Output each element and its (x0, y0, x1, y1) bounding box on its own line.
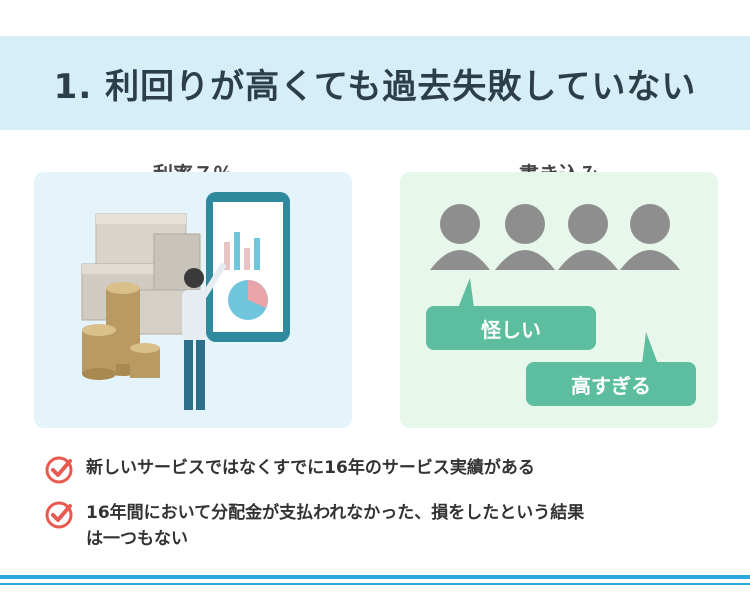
footer-divider (0, 575, 750, 579)
bullet-text-line: は一つもない (86, 529, 188, 549)
user-silhouette-icon (495, 204, 555, 270)
user-silhouette-icon (620, 204, 680, 270)
coin-stack-icon (82, 282, 160, 380)
user-silhouette-icon (558, 204, 618, 270)
comment-bubble-too-high: 高すぎる (526, 362, 696, 406)
tablet-chart-icon (206, 192, 290, 342)
footer-divider (0, 583, 750, 585)
checkmark-icon (45, 501, 73, 529)
checkmark-icon (45, 456, 73, 484)
bullet-text: 新しいサービスではなくすでに16年のサービス実績がある (86, 458, 535, 478)
bubble-tail (458, 278, 474, 308)
section-header: 1. 利回りが高くても過去失敗していない (0, 36, 750, 130)
section-title: 1. 利回りが高くても過去失敗していない (53, 66, 697, 107)
bullet-text-line: 16年間において分配金が支払われなかった、損をしたという結果 (86, 503, 585, 523)
bullet-item: 新しいサービスではなくすでに16年のサービス実績がある (44, 455, 535, 485)
presenter-person-icon (182, 262, 227, 410)
investment-illustration (81, 192, 290, 410)
bubble-tail (642, 332, 658, 364)
posts-panel: 怪しい 高すぎる (400, 172, 718, 428)
comment-bubble-suspicious: 怪しい (426, 306, 596, 350)
user-silhouette-icon (430, 204, 490, 270)
interest-rate-panel (34, 172, 352, 428)
user-silhouettes (430, 204, 680, 270)
money-stacks-icon (81, 213, 201, 335)
bullet-item: 16年間において分配金が支払われなかった、損をしたという結果 は一つもない (44, 500, 584, 552)
bullet-text: 16年間において分配金が支払われなかった、損をしたという結果 は一つもない (86, 500, 584, 552)
